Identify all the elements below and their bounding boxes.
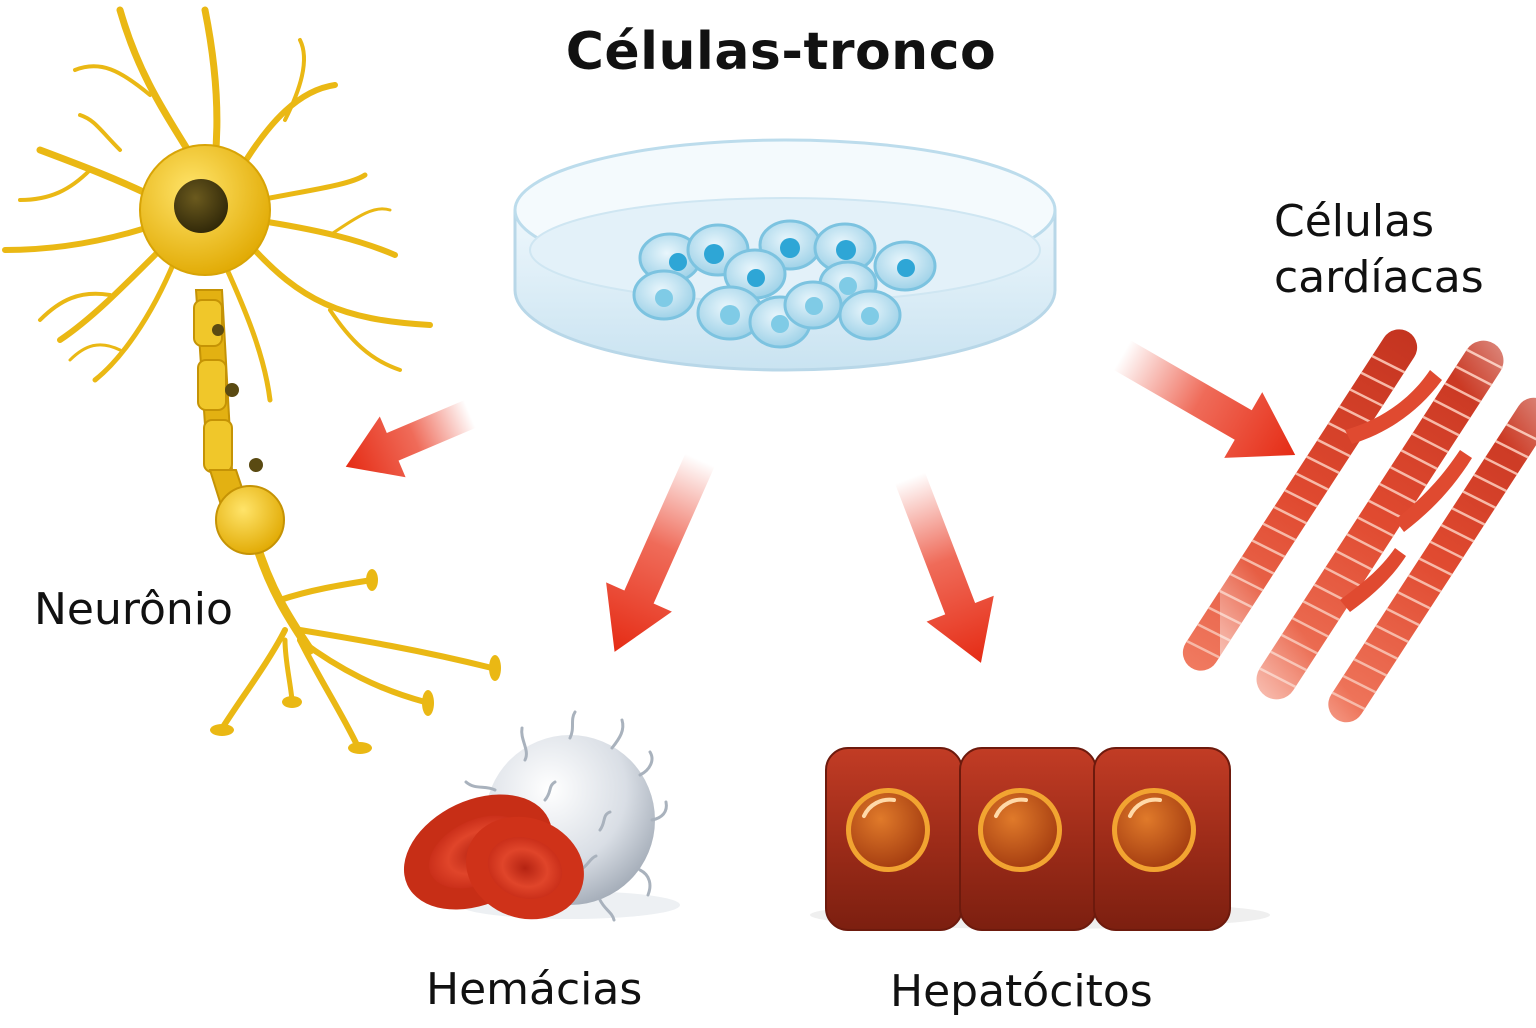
arrow-to-neuron (345, 400, 476, 478)
hepatocytes (810, 747, 1270, 931)
red-blood-cells-label: Hemácias (426, 964, 643, 1015)
neuron-soma (139, 144, 271, 276)
neuron-illustration (2, 6, 495, 748)
hepatocyte-1 (825, 747, 963, 931)
cardiac-cells-label-line1: Células (1274, 196, 1435, 247)
cardiac-fibers (1182, 320, 1536, 730)
stem-cells (632, 219, 937, 349)
neuron-axon (193, 289, 285, 555)
arrows (345, 340, 1296, 663)
blood-cells (403, 710, 680, 922)
cardiac-cells-label: Células cardíacas (1274, 194, 1484, 306)
arrow-to-hepatocytes (895, 472, 994, 663)
red-blood-cell-front (466, 816, 584, 920)
hepatocyte-3 (1093, 747, 1231, 931)
hepatocyte-2 (959, 747, 1097, 931)
neuron-label: Neurônio (34, 584, 233, 635)
arrow-to-blood-cells (606, 453, 715, 652)
cardiac-cells-label-line2: cardíacas (1274, 252, 1484, 303)
neuron-terminals (210, 569, 501, 754)
hepatocytes-label: Hepatócitos (890, 966, 1153, 1017)
diagram-title: Células-tronco (565, 22, 997, 82)
